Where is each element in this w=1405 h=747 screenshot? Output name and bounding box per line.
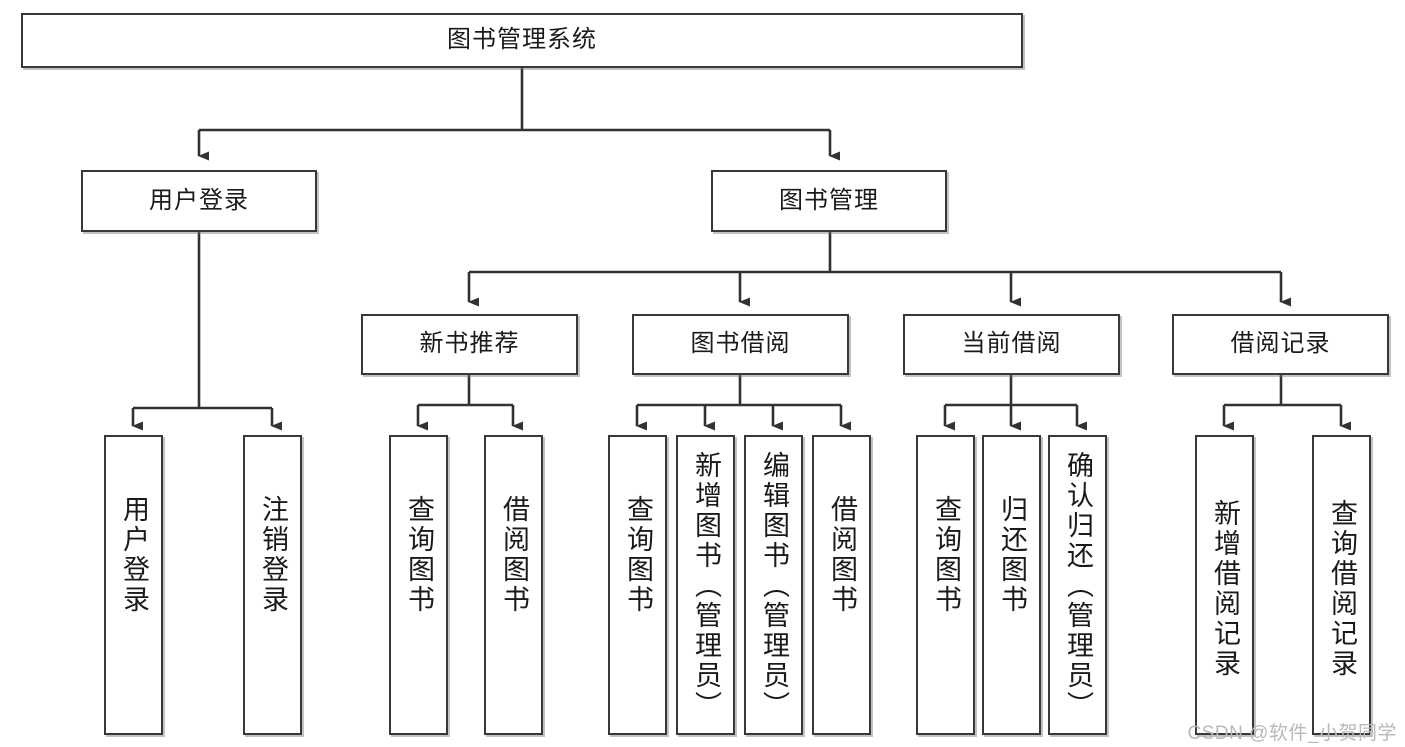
node-label: 用户登录	[119, 495, 149, 615]
node-current-borrowing[interactable]: 当前借阅	[903, 314, 1120, 375]
node-label: 编辑图书（管理员）	[759, 451, 789, 721]
node-label: 借阅图书	[499, 495, 529, 615]
node-leaf-user-login[interactable]: 用户登录	[104, 435, 163, 735]
node-label: 当前借阅	[961, 330, 1062, 358]
node-leaf-return-books[interactable]: 归还图书	[982, 435, 1041, 735]
node-label: 确认归还（管理员）	[1063, 451, 1093, 721]
node-label: 图书管理	[779, 186, 879, 214]
node-leaf-query-borrow-record[interactable]: 查询借阅记录	[1312, 435, 1371, 735]
node-leaf-user-logout[interactable]: 注销登录	[243, 435, 302, 735]
node-leaf-add-borrow-record[interactable]: 新增借阅记录	[1195, 435, 1254, 735]
node-label: 图书借阅	[690, 330, 791, 358]
node-label: 查询图书	[623, 495, 653, 615]
node-label: 查询图书	[931, 495, 961, 615]
node-label: 查询借阅记录	[1327, 499, 1357, 679]
node-label: 新增借阅记录	[1210, 499, 1240, 679]
watermark-text: CSDN @软件_小贺同学	[1187, 723, 1397, 744]
node-label: 归还图书	[997, 495, 1027, 615]
node-book-borrowing[interactable]: 图书借阅	[632, 314, 849, 375]
node-root-book-management-system[interactable]: 图书管理系统	[21, 13, 1023, 68]
node-leaf-borrow-books-recommend[interactable]: 借阅图书	[484, 435, 543, 735]
node-borrowing-records[interactable]: 借阅记录	[1172, 314, 1389, 375]
node-label: 查询图书	[404, 495, 434, 615]
node-leaf-add-book-admin[interactable]: 新增图书（管理员）	[676, 435, 735, 735]
node-label: 注销登录	[258, 495, 288, 615]
node-book-management[interactable]: 图书管理	[711, 170, 947, 232]
node-label: 新增图书（管理员）	[691, 451, 721, 721]
node-label: 新书推荐	[419, 330, 520, 358]
node-label: 借阅图书	[827, 495, 857, 615]
node-user-login[interactable]: 用户登录	[81, 170, 317, 232]
node-label: 用户登录	[149, 186, 249, 214]
node-leaf-confirm-return-admin[interactable]: 确认归还（管理员）	[1048, 435, 1107, 735]
node-label: 借阅记录	[1230, 330, 1331, 358]
node-new-book-recommendation[interactable]: 新书推荐	[361, 314, 578, 375]
node-leaf-edit-book-admin[interactable]: 编辑图书（管理员）	[744, 435, 803, 735]
node-leaf-query-books-borrow[interactable]: 查询图书	[608, 435, 667, 735]
node-leaf-borrow-books[interactable]: 借阅图书	[812, 435, 871, 735]
node-leaf-query-books-current[interactable]: 查询图书	[916, 435, 975, 735]
node-leaf-query-books-recommend[interactable]: 查询图书	[389, 435, 448, 735]
node-label: 图书管理系统	[447, 26, 597, 54]
